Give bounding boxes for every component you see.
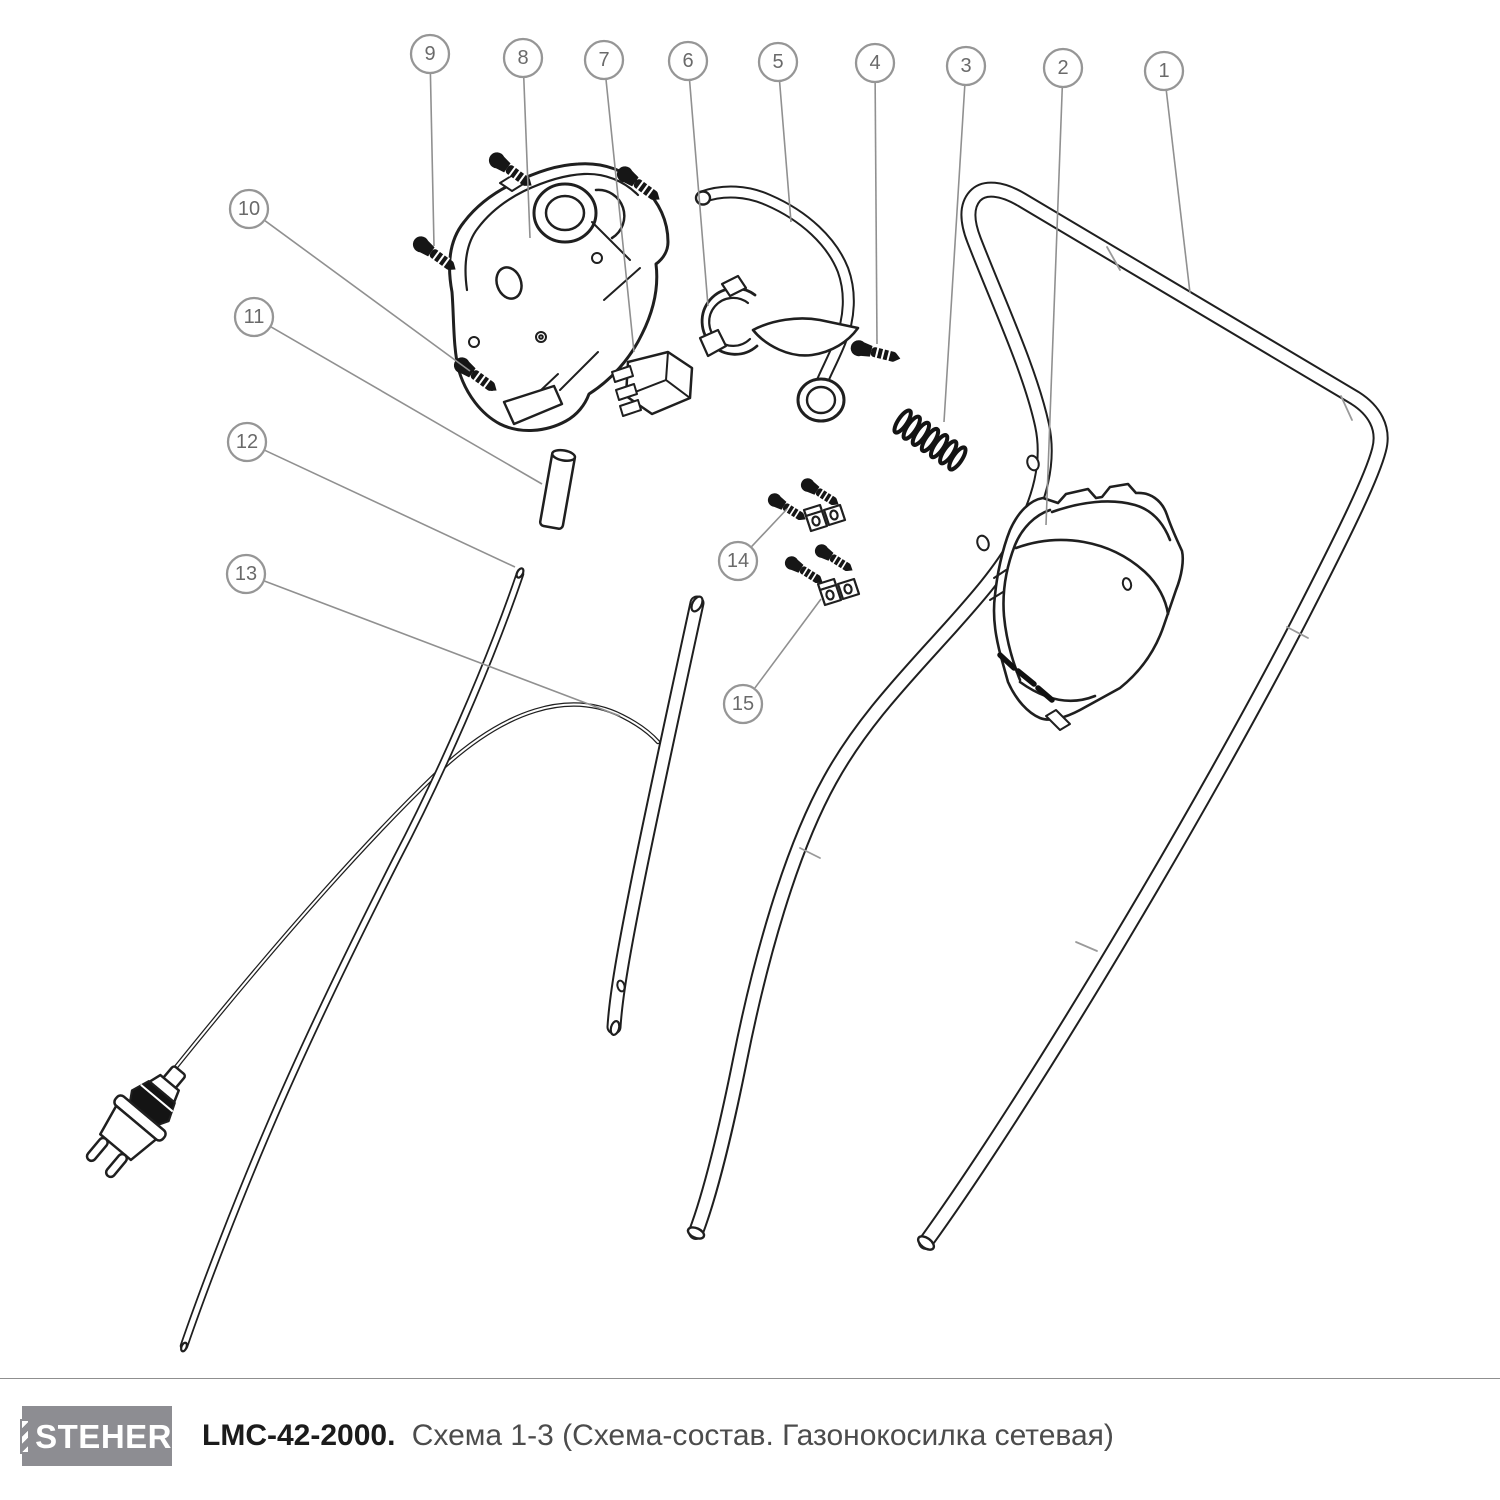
switch: [611, 350, 694, 417]
callout-circle-2: [1042, 47, 1084, 89]
callout-1: 1: [1143, 50, 1185, 92]
callout-number-4: 4: [869, 52, 880, 74]
callout-6: 6: [667, 40, 709, 82]
callout-circle-8: [502, 37, 544, 79]
callout-14: 14: [717, 540, 759, 582]
switch-housing-cover: [989, 482, 1185, 731]
leader-line-8: [522, 77, 531, 239]
model-number: LMC-42-2000.: [202, 1419, 396, 1452]
switch-lever: [694, 185, 860, 423]
callout-circle-9: [409, 33, 451, 75]
callout-number-2: 2: [1057, 57, 1068, 79]
callout-circle-4: [854, 42, 896, 84]
brand-emblem-icon: [19, 1418, 31, 1454]
callout-number-1: 1: [1158, 60, 1169, 82]
brand-logo: STEHER: [19, 1406, 172, 1466]
power-cord-with-plug: [85, 702, 661, 1179]
callout-15: 15: [722, 683, 764, 725]
callout-number-11: 11: [244, 306, 265, 328]
pin: [538, 448, 577, 530]
callout-number-8: 8: [517, 47, 528, 69]
cover-cable-marks: [997, 652, 1055, 703]
switch-housing: [448, 162, 670, 432]
callout-circle-14: [717, 540, 759, 582]
callout-number-13: 13: [235, 563, 257, 585]
callout-3: 3: [945, 45, 987, 87]
callout-circle-15: [722, 683, 764, 725]
leader-line-9: [429, 73, 435, 247]
leader-line-3: [943, 85, 966, 423]
callout-circle-1: [1143, 50, 1185, 92]
spring: [892, 408, 968, 472]
screw-4: [848, 337, 904, 368]
callout-circle-6: [667, 40, 709, 82]
callout-number-7: 7: [598, 49, 609, 71]
leader-line-11: [270, 326, 543, 485]
rod: [179, 567, 525, 1353]
callout-circle-12: [226, 421, 268, 463]
leader-lines-layer: [264, 73, 1191, 717]
callout-5: 5: [757, 41, 799, 83]
lower-handle-tube: [606, 595, 705, 1036]
leader-line-12: [264, 449, 516, 568]
callout-circle-10: [228, 188, 270, 230]
callout-circle-7: [583, 39, 625, 81]
callout-circle-3: [945, 45, 987, 87]
leader-line-14: [751, 508, 788, 547]
diagram-caption: LMC-42-2000. Схема 1-3 (Схема-состав. Га…: [202, 1419, 1114, 1453]
leader-line-10: [264, 220, 471, 372]
callout-number-10: 10: [238, 198, 260, 220]
callout-number-3: 3: [960, 55, 971, 77]
callout-number-14: 14: [727, 550, 749, 572]
callout-number-12: 12: [236, 431, 258, 453]
callout-4: 4: [854, 42, 896, 84]
leader-line-4: [874, 82, 878, 345]
callout-number-6: 6: [682, 50, 693, 72]
callout-13: 13: [225, 553, 267, 595]
callout-11: 11: [233, 296, 275, 338]
upper-handle-tube: [686, 181, 1389, 1251]
callout-7: 7: [583, 39, 625, 81]
callout-circle-11: [233, 296, 275, 338]
leader-line-13: [264, 580, 621, 717]
callout-8: 8: [502, 37, 544, 79]
leader-line-2: [1045, 87, 1064, 526]
cable-holder-ring: [698, 274, 759, 358]
scheme-subtitle: Схема 1-3 (Схема-состав. Газонокосилка с…: [411, 1419, 1114, 1452]
brand-name: STEHER: [35, 1417, 172, 1455]
callout-number-9: 9: [424, 43, 435, 65]
callout-circle-13: [225, 553, 267, 595]
callout-circle-5: [757, 41, 799, 83]
leader-line-15: [754, 598, 822, 689]
leader-line-1: [1165, 90, 1191, 294]
callout-2: 2: [1042, 47, 1084, 89]
callout-10: 10: [228, 188, 270, 230]
cable-clamp-14: [764, 474, 847, 533]
leader-line-6: [688, 80, 709, 307]
tube-joint-marks: [799, 246, 1353, 952]
footer: STEHER LMC-42-2000. Схема 1-3 (Схема-сос…: [0, 1378, 1500, 1466]
cable-clamp-15: [781, 540, 861, 607]
leader-line-5: [778, 81, 792, 223]
callout-number-5: 5: [772, 51, 783, 73]
leader-line-7: [605, 79, 635, 353]
callout-number-15: 15: [732, 693, 754, 715]
callout-12: 12: [226, 421, 268, 463]
callout-9: 9: [409, 33, 451, 75]
